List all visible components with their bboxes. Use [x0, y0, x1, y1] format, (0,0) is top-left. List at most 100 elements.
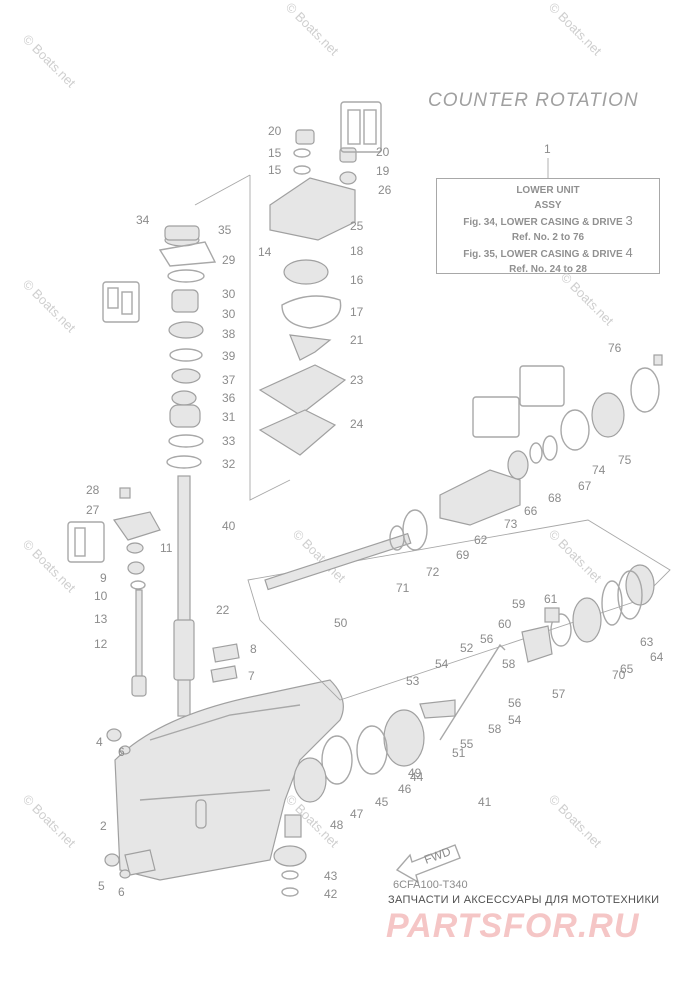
callout-61: 61	[544, 592, 558, 606]
callout-50: 50	[334, 616, 348, 630]
callout-2: 2	[100, 819, 107, 833]
ref-line-4: Ref. No. 2 to 76	[511, 232, 585, 243]
callout-62: 62	[474, 533, 488, 547]
watermark: © Boats.net	[20, 537, 79, 596]
callout-52: 52	[460, 641, 474, 655]
callout-64: 64	[650, 650, 664, 664]
callout-33: 33	[222, 434, 236, 448]
watermark: © Boats.net	[546, 792, 605, 851]
callout-30: 30	[222, 307, 236, 321]
callout-22: 22	[216, 603, 230, 617]
callout-76: 76	[608, 341, 622, 355]
forward-arrow-icon: FWD	[395, 844, 461, 884]
callout-58: 58	[488, 722, 502, 736]
callout-12: 12	[94, 637, 108, 651]
callout-43: 43	[324, 869, 338, 883]
ref-line-1: LOWER UNIT	[516, 185, 580, 196]
drive-shaft-parts	[102, 225, 217, 717]
ref-line-2: ASSY	[534, 200, 562, 211]
callout-74: 74	[592, 463, 606, 477]
callout-69: 69	[456, 548, 470, 562]
callout-34: 34	[136, 213, 150, 227]
callout-13: 13	[94, 612, 108, 626]
reference-box-number: 1	[544, 142, 551, 156]
callout-58: 58	[502, 657, 516, 671]
callout-11: 11	[160, 541, 173, 555]
callout-41: 41	[478, 795, 492, 809]
callout-66: 66	[524, 504, 538, 518]
callout-18: 18	[350, 244, 364, 258]
callout-54: 54	[435, 657, 449, 671]
callout-20: 20	[376, 145, 390, 159]
callout-73: 73	[504, 517, 518, 531]
callout-57: 57	[552, 687, 566, 701]
callout-30: 30	[222, 287, 236, 301]
callout-24: 24	[350, 417, 364, 431]
callout-47: 47	[350, 807, 364, 821]
callout-48: 48	[330, 818, 344, 832]
propeller-shaft-group	[247, 354, 671, 897]
fwd-label: FWD	[422, 844, 453, 867]
callout-60: 60	[498, 617, 512, 631]
ref-line-5: Fig. 35, LOWER CASING & DRIVE 4	[463, 245, 633, 260]
callout-9: 9	[100, 571, 107, 585]
callout-35: 35	[218, 223, 232, 237]
callout-labels: 2456678910111213141515161718192020212223…	[86, 124, 664, 901]
callout-5: 5	[98, 879, 105, 893]
water-pump-parts	[258, 101, 382, 456]
callout-15: 15	[268, 163, 282, 177]
callout-49: 49	[408, 766, 422, 780]
callout-20: 20	[268, 124, 282, 138]
shift-rod-parts	[67, 487, 240, 697]
callout-39: 39	[222, 349, 236, 363]
watermark: © Boats.net	[558, 270, 617, 329]
callout-6: 6	[118, 745, 125, 759]
callout-75: 75	[618, 453, 632, 467]
callout-32: 32	[222, 457, 236, 471]
callout-16: 16	[350, 273, 364, 287]
pump-group-bracket	[249, 175, 291, 501]
watermark: © Boats.net	[20, 32, 79, 91]
callout-8: 8	[250, 642, 257, 656]
callout-26: 26	[378, 183, 392, 197]
callout-45: 45	[375, 795, 389, 809]
callout-70: 70	[612, 668, 626, 682]
callout-65: 65	[620, 662, 634, 676]
callout-59: 59	[512, 597, 526, 611]
callout-56: 56	[480, 632, 494, 646]
watermark: © Boats.net	[546, 0, 605, 59]
callout-28: 28	[86, 483, 100, 497]
callout-54: 54	[508, 713, 522, 727]
shop-tagline: ЗАПЧАСТИ И АКСЕССУАРЫ ДЛЯ МОТОТЕХНИКИ	[388, 894, 660, 906]
callout-29: 29	[222, 253, 236, 267]
callout-27: 27	[86, 503, 100, 517]
callout-7: 7	[248, 669, 255, 683]
brand-logo: PARTSFOR.RU	[386, 907, 640, 945]
callout-38: 38	[222, 327, 236, 341]
watermark: © Boats.net	[20, 277, 79, 336]
callout-67: 67	[578, 479, 592, 493]
callout-25: 25	[350, 219, 364, 233]
callout-31: 31	[222, 410, 236, 424]
callout-42: 42	[324, 887, 338, 901]
diagram-title: COUNTER ROTATION	[428, 90, 639, 111]
watermark: © Boats.net	[283, 0, 342, 59]
callout-72: 72	[426, 565, 440, 579]
callout-68: 68	[548, 491, 562, 505]
callout-4: 4	[96, 735, 103, 749]
callout-17: 17	[350, 305, 364, 319]
callout-71: 71	[396, 581, 410, 595]
callout-23: 23	[350, 373, 364, 387]
ref-line-6: Ref. No. 24 to 28	[509, 264, 587, 275]
ref-line-3: Fig. 34, LOWER CASING & DRIVE 3	[463, 213, 633, 228]
callout-44: 44	[410, 770, 424, 784]
callout-21: 21	[350, 333, 364, 347]
callout-56: 56	[508, 696, 522, 710]
lower-casing	[104, 679, 344, 881]
callout-53: 53	[406, 674, 420, 688]
callout-19: 19	[376, 164, 390, 178]
callout-46: 46	[398, 782, 412, 796]
diagram-code: 6CFA100-T340	[393, 879, 468, 891]
